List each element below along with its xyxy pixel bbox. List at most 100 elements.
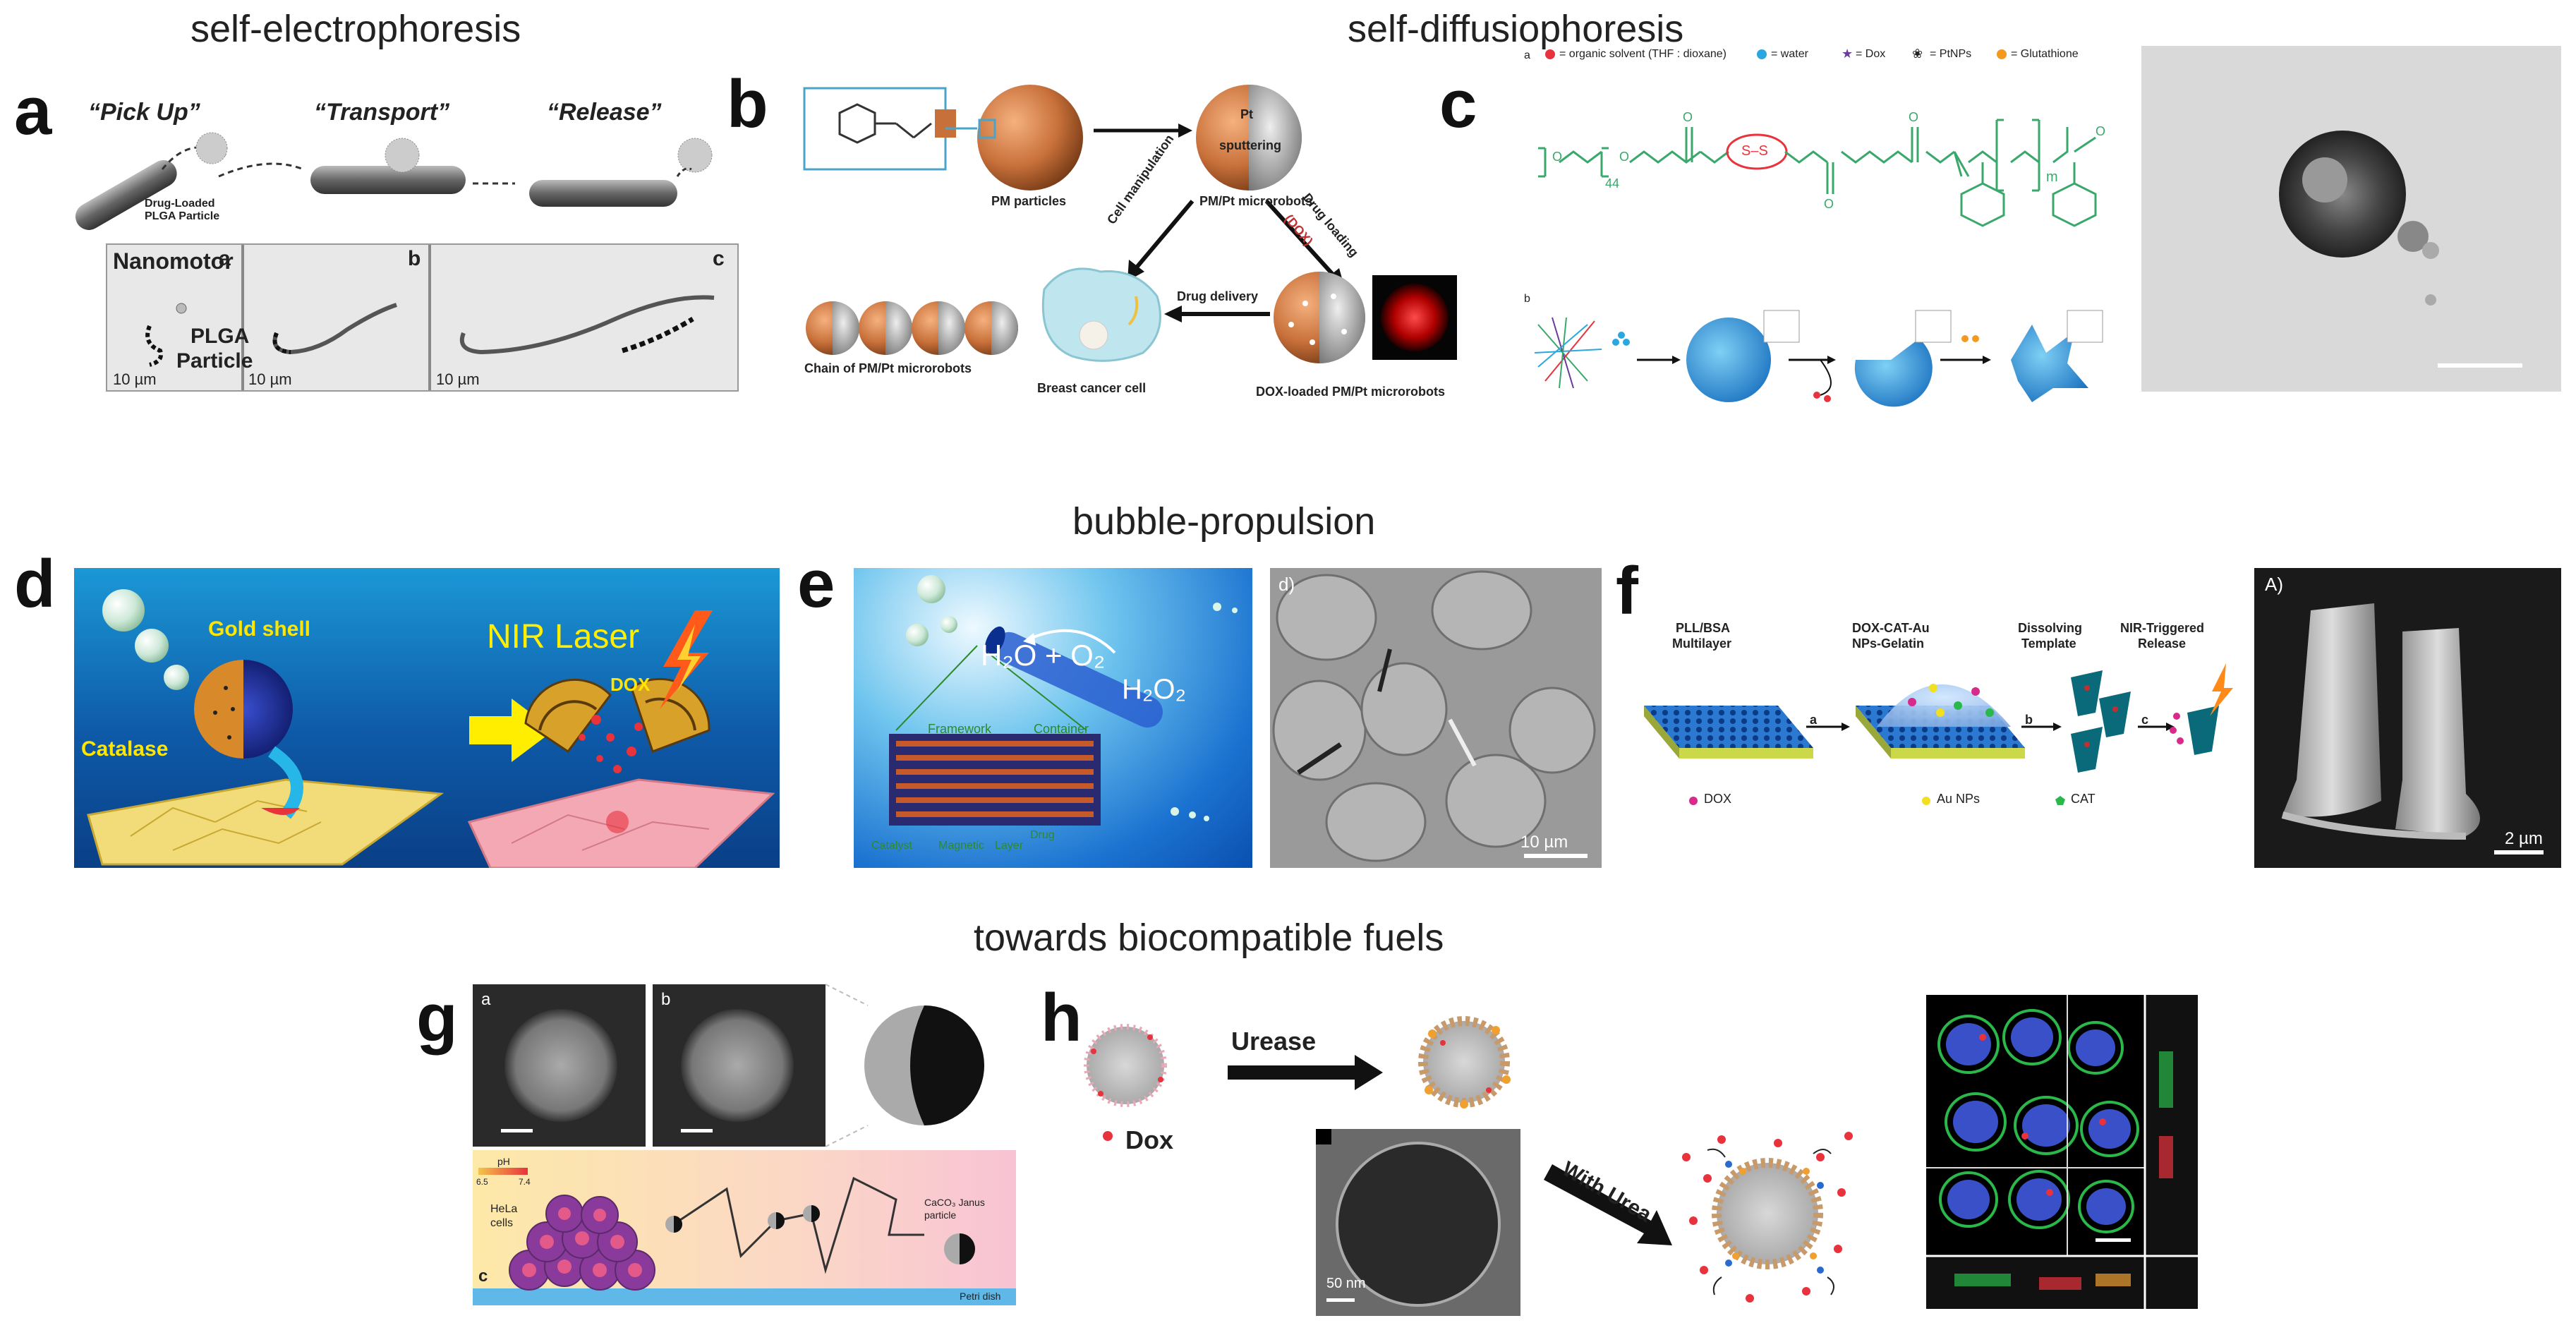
sub-label-c: c bbox=[713, 247, 725, 270]
section-title-biocompatible-fuels: towards biocompatible fuels bbox=[974, 917, 1444, 959]
panel-letter-f: f bbox=[1616, 553, 1638, 629]
label-framework: Framework bbox=[928, 722, 992, 736]
panel-b-schematic bbox=[803, 85, 1457, 363]
label-hela-2: cells bbox=[490, 1217, 514, 1229]
panel-letter-a: a bbox=[14, 73, 52, 149]
scale-a3: 10 µm bbox=[436, 370, 480, 388]
panel-letter-g: g bbox=[416, 980, 458, 1056]
label-caco3: CaCO₃ Janus particle bbox=[924, 1197, 985, 1221]
label-doxcat-2: NPs-Gelatin bbox=[1852, 636, 1925, 651]
label-nanomotor: Nanomotor bbox=[113, 248, 234, 274]
label-drug: Drug bbox=[1030, 829, 1055, 841]
label-nir-laser: NIR Laser bbox=[487, 618, 640, 656]
legend-dot-water bbox=[1757, 49, 1767, 59]
label-magnetic: Magnetic bbox=[938, 840, 984, 852]
legend-dox: = Dox bbox=[1856, 48, 1886, 60]
section-title-self-diffusiophoresis: self-diffusiophoresis bbox=[1348, 8, 1684, 50]
panel-e-sub-d: d) bbox=[1278, 574, 1295, 595]
label-arrow-b: b bbox=[2025, 713, 2033, 727]
panel-c-sub-b: b bbox=[1524, 293, 1530, 305]
legend-f-cat: CAT bbox=[2071, 792, 2096, 806]
label-hela-1: HeLa bbox=[490, 1203, 518, 1215]
panel-f-sem-image: A) 2 µm bbox=[2254, 568, 2561, 868]
svg-text:O: O bbox=[2096, 124, 2105, 138]
panel-c-n44: 44 bbox=[1605, 176, 1620, 191]
label-drug-loaded: Drug-Loaded bbox=[145, 198, 215, 210]
legend-ptnp-icon: ❀ bbox=[1912, 47, 1923, 61]
label-pm-pt-microrobots: PM/Pt microrobots bbox=[1199, 194, 1313, 208]
label-h2o2: H₂O₂ bbox=[1122, 674, 1187, 705]
legend-f-dox: DOX bbox=[1704, 792, 1732, 806]
svg-text:O: O bbox=[1824, 197, 1834, 211]
panel-g-sub-b: b bbox=[661, 990, 671, 1009]
panel-g-sub-a: a bbox=[481, 990, 491, 1009]
label-dissolving-2: Template bbox=[2021, 636, 2076, 651]
label-layer: Layer bbox=[995, 840, 1024, 852]
label-release: “Release” bbox=[547, 99, 662, 126]
panel-g-janus-diagram bbox=[825, 984, 984, 1147]
panel-c-sub-a: a bbox=[1524, 49, 1530, 61]
legend-glutathione: = Glutathione bbox=[2011, 48, 2079, 60]
panel-f-sub-A: A) bbox=[2265, 574, 2283, 595]
panel-g-sub-c: c bbox=[478, 1267, 488, 1286]
svg-text:O: O bbox=[1619, 150, 1629, 164]
panel-e-micrograph: d) 10 µm bbox=[1270, 568, 1602, 868]
panel-d-illustration: Gold shell Catalase NIR Laser DOX bbox=[74, 568, 780, 868]
label-pt: Pt bbox=[1240, 107, 1253, 121]
label-h-dox: Dox bbox=[1125, 1125, 1174, 1154]
panel-g-sem-b: b bbox=[653, 984, 826, 1147]
label-chain: Chain of PM/Pt microrobots bbox=[804, 361, 972, 375]
panel-letter-e: e bbox=[797, 546, 835, 622]
label-dox-loaded: DOX-loaded PM/Pt microrobots bbox=[1256, 385, 1446, 399]
label-transport: “Transport” bbox=[314, 99, 450, 126]
label-ph: pH bbox=[497, 1156, 510, 1167]
panel-g-schematic: pH 6.5 7.4 HeLa cells CaCO₃ Janus partic… bbox=[473, 1150, 1016, 1305]
panel-c-legend: = organic solvent (THF : dioxane) = wate… bbox=[1545, 47, 2124, 65]
svg-text:O: O bbox=[1552, 150, 1562, 164]
scale-a2: 10 µm bbox=[248, 370, 292, 388]
label-nir-1: NIR-Triggered bbox=[2120, 621, 2205, 635]
panel-letter-c: c bbox=[1439, 66, 1477, 142]
label-doxcat-1: DOX-CAT-Au bbox=[1852, 621, 1930, 635]
label-pll-1: PLL/BSA bbox=[1676, 621, 1731, 635]
label-d-dox: DOX bbox=[610, 674, 651, 695]
label-arrow-a: a bbox=[1810, 713, 1818, 727]
section-title-bubble-propulsion: bubble-propulsion bbox=[1072, 500, 1376, 543]
label-nir-2: Release bbox=[2138, 636, 2187, 651]
panel-c-self-assembly-scheme bbox=[1534, 310, 2103, 407]
legend-water: = water bbox=[1771, 48, 1808, 60]
label-gold-shell: Gold shell bbox=[208, 617, 311, 641]
svg-text:O: O bbox=[1683, 110, 1693, 124]
ph-bar bbox=[478, 1168, 528, 1175]
scale-a1: 10 µm bbox=[113, 370, 157, 388]
sub-label-a: a bbox=[219, 247, 231, 270]
panel-h-confocal bbox=[1926, 995, 2198, 1309]
legend-dot-glutathione bbox=[1997, 49, 2007, 59]
label-dissolving-1: Dissolving bbox=[2018, 621, 2083, 635]
panel-letter-h: h bbox=[1041, 980, 1082, 1056]
panel-c-m: m bbox=[2046, 169, 2058, 185]
label-container: Container bbox=[1034, 722, 1089, 736]
panel-c-tem-image bbox=[2141, 46, 2561, 392]
label-catalyst: Catalyst bbox=[871, 840, 912, 852]
panel-letter-d: d bbox=[14, 546, 56, 622]
scale-e: 10 µm bbox=[1520, 833, 1568, 852]
label-plga-particle-small: PLGA Particle bbox=[145, 210, 220, 222]
label-petri: Petri dish bbox=[960, 1291, 1001, 1302]
petri-dish-bar bbox=[473, 1288, 1016, 1305]
label-particle: Particle bbox=[176, 349, 253, 373]
panel-g-sem-a: a bbox=[473, 984, 646, 1147]
panel-c-polymer-structure: O O O O O O bbox=[1538, 110, 2105, 227]
section-title-self-electrophoresis: self-electrophoresis bbox=[191, 8, 521, 50]
label-drug-delivery: Drug delivery bbox=[1177, 289, 1259, 303]
panel-f-schematic bbox=[1644, 663, 2233, 805]
legend-organic: = organic solvent (THF : dioxane) bbox=[1559, 48, 1727, 60]
panel-letter-b: b bbox=[727, 66, 768, 142]
label-pick-up: “Pick Up” bbox=[88, 99, 200, 126]
label-pm-particles: PM particles bbox=[991, 194, 1067, 208]
legend-star-icon: ★ bbox=[1842, 47, 1854, 61]
legend-dot-organic bbox=[1545, 49, 1555, 59]
label-h2o-o2: H₂O + O₂ bbox=[981, 639, 1106, 672]
sub-label-b: b bbox=[408, 247, 421, 270]
panel-a-schematic bbox=[75, 132, 713, 230]
